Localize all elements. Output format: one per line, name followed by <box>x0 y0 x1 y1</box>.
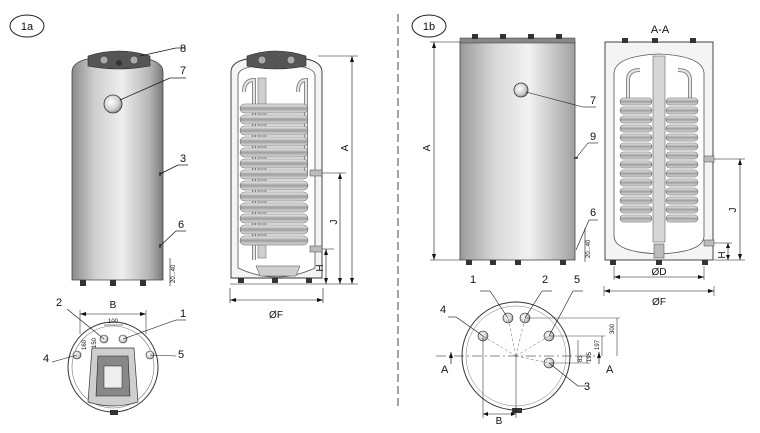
tank-exterior-1a <box>71 50 164 286</box>
panel-tag-1b: 1b <box>423 21 435 33</box>
callout-5-a: 5 <box>178 349 184 361</box>
callout-4-a: 4 <box>43 353 49 365</box>
panel-tag-oval-b <box>411 14 447 38</box>
dim-b-b: B <box>496 416 503 427</box>
dim-b-a: B <box>110 300 117 311</box>
callout-1-b: 1 <box>470 274 476 286</box>
dim-150: 150 <box>92 337 98 348</box>
panel-tag-1a: 1a <box>21 21 34 33</box>
section-label: A-A <box>651 24 670 36</box>
heating-coil-1a <box>239 103 309 246</box>
section-a-right: A <box>606 364 614 376</box>
dim-20-40-b: 20...40 <box>586 239 592 258</box>
callout-2-a: 2 <box>56 297 62 309</box>
callout-9-b: 9 <box>590 131 596 143</box>
thermometer-dial-b <box>513 82 529 98</box>
dim-j-b: J <box>728 208 739 213</box>
dim-100: 100 <box>108 319 119 325</box>
callout-7: 7 <box>180 65 186 77</box>
panel-1b: 1b A 7 9 6 20...40 <box>411 14 745 427</box>
dim-a-b: A <box>422 144 433 151</box>
callout-4-b: 4 <box>440 304 446 316</box>
tank-section-1b <box>604 38 715 265</box>
dim-d-b: ØD <box>652 267 667 278</box>
dim-20-40-a: 20...40 <box>171 264 177 283</box>
dim-h-b: H <box>717 251 728 258</box>
dim-160: 160 <box>82 339 88 350</box>
dim-a-a: A <box>340 144 351 151</box>
callout-6: 6 <box>178 219 184 231</box>
dim-83: 83 <box>578 355 584 362</box>
dim-197: 197 <box>595 339 601 350</box>
top-view-1a <box>67 321 159 415</box>
dim-f-a: ØF <box>269 310 283 321</box>
panel-tag-oval <box>9 14 45 38</box>
callout-2-b: 2 <box>542 274 548 286</box>
callout-5-b: 5 <box>574 274 580 286</box>
dim-195: 195 <box>587 351 593 362</box>
thermometer-dial <box>103 94 123 114</box>
callout-3-b: 3 <box>584 381 590 393</box>
dim-j-a: J <box>329 220 340 225</box>
callout-1-a: 1 <box>180 308 186 320</box>
dim-300: 300 <box>610 323 616 334</box>
section-a-left: A <box>441 364 449 376</box>
panel-1a: 1a 8 7 3 6 20...40 <box>9 14 358 415</box>
callout-7-b: 7 <box>590 95 596 107</box>
tank-exterior-1b <box>459 34 578 265</box>
callout-3: 3 <box>180 153 186 165</box>
tank-cutaway-1a <box>230 50 323 283</box>
heating-coil-1b <box>619 97 699 223</box>
callout-6-b: 6 <box>590 207 596 219</box>
callout-8: 8 <box>180 43 186 55</box>
dim-f-b: ØF <box>652 297 666 308</box>
dim-h-a: H <box>315 264 326 271</box>
